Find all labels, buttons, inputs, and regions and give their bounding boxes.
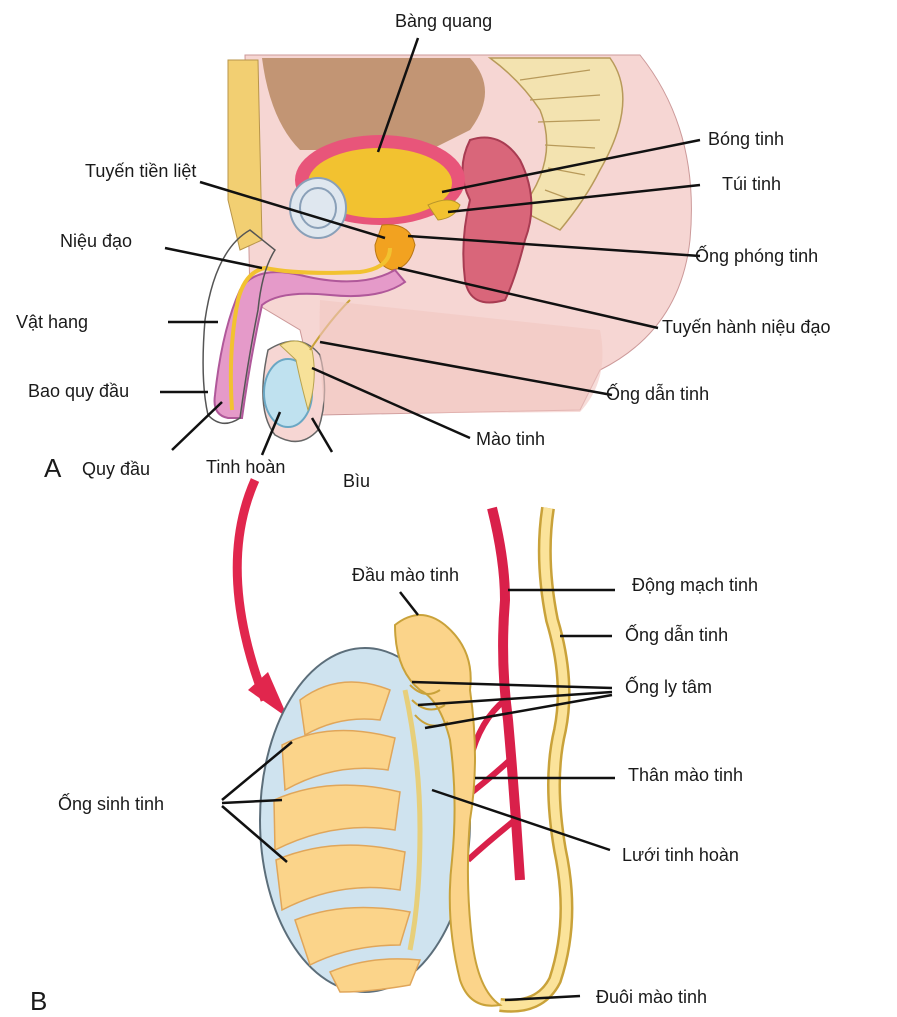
- magnify-arrow: [237, 480, 288, 718]
- label-epididymis-head: Đầu mào tinh: [352, 566, 459, 584]
- label-rete-testis: Lưới tinh hoàn: [622, 846, 739, 864]
- label-scrotum: Bìu: [343, 472, 370, 490]
- label-epididymis-tail: Đuôi mào tinh: [596, 988, 707, 1006]
- label-ampulla: Bóng tinh: [708, 130, 784, 148]
- label-prostate: Tuyến tiền liệt: [85, 162, 196, 180]
- label-bladder: Bàng quang: [395, 12, 492, 30]
- label-ejaculatory-duct: Ống phóng tinh: [695, 247, 818, 265]
- label-penis-shaft: Vật hang: [16, 313, 88, 331]
- label-urethra: Niệu đạo: [60, 232, 132, 250]
- label-seminiferous-tubules: Ống sinh tinh: [58, 795, 164, 813]
- label-testis: Tinh hoàn: [206, 458, 285, 476]
- label-testicular-artery: Động mạch tinh: [632, 576, 758, 594]
- panel-label-b: B: [30, 988, 47, 1014]
- label-vas-deferens-b: Ống dẫn tinh: [625, 626, 728, 644]
- label-epididymis-a: Mào tinh: [476, 430, 545, 448]
- label-glans: Quy đầu: [82, 460, 150, 478]
- pubic-bone: [228, 60, 262, 250]
- label-vas-deferens-a: Ống dẫn tinh: [606, 385, 709, 403]
- label-foreskin: Bao quy đầu: [28, 382, 129, 400]
- pubic-symphysis: [290, 178, 346, 238]
- label-bulbourethral-gland: Tuyến hành niệu đạo: [662, 318, 830, 336]
- label-epididymis-body: Thân mào tinh: [628, 766, 743, 784]
- label-efferent-ducts: Ống ly tâm: [625, 678, 712, 696]
- panel-label-a: A: [44, 455, 61, 481]
- label-seminal-vesicle: Túi tinh: [722, 175, 781, 193]
